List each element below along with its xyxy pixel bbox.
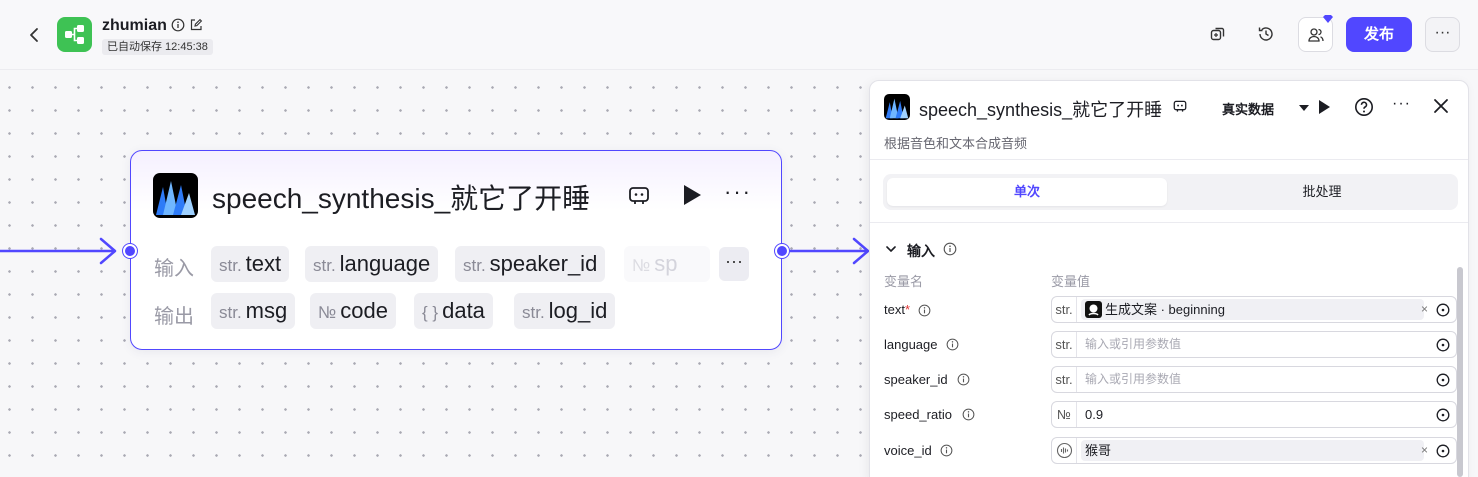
output-port-msg: str.msg [211,293,296,329]
users-icon [1308,28,1324,42]
output-port-log-id: str.log_id [514,293,616,329]
app-name: zhumian [102,17,167,34]
incoming-edge[interactable] [0,230,130,270]
param-field-voice-id[interactable]: 猴哥 × [1051,437,1457,464]
outgoing-edge[interactable] [790,230,870,270]
variable-reference-icon[interactable] [1436,444,1450,458]
plugin-logo-icon [153,173,198,218]
input-connector[interactable] [123,244,137,258]
placeholder: 输入或引用参数值 [1085,337,1182,351]
info-icon[interactable] [962,408,975,421]
clear-icon[interactable]: × [1421,443,1429,457]
output-connector[interactable] [775,244,789,258]
variable-reference-icon[interactable] [1436,373,1450,387]
voice-chip[interactable]: 猴哥 [1081,440,1424,461]
run-mode-tabs: 单次 批处理 [883,174,1458,210]
run-icon[interactable] [681,183,703,207]
node-title: speech_synthesis_就它了开睡 [212,183,591,214]
variable-reference-icon[interactable] [1436,303,1450,317]
workflow-app-icon [57,17,92,52]
history-icon[interactable] [1256,24,1276,44]
top-bar: zhumian 已自动保存 12:45:38 发布 ··· [0,0,1478,70]
collaborators-button[interactable] [1298,17,1333,52]
placeholder: 输入或引用参数值 [1085,372,1182,386]
node-config-panel: speech_synthesis_就它了开睡 真实数据 ··· 根据音色和文本合… [869,80,1469,477]
clear-icon[interactable]: × [1421,302,1429,316]
help-icon[interactable] [1354,97,1374,117]
info-icon[interactable] [171,18,185,32]
input-port-language: str.language [305,246,439,282]
input-port-speaker-id: str.speaker_id [455,246,606,282]
type-tag: str. [1052,367,1077,392]
voice-icon [1052,438,1077,463]
param-field-text[interactable]: str. 生成文案 · beginning × [1051,296,1457,323]
panel-description: 根据音色和文本合成音频 [884,136,1028,151]
node-more-button[interactable]: ··· [724,179,752,204]
param-label-speed-ratio: speed_ratio [884,407,952,422]
param-label-language: language [884,337,938,352]
input-port-text: str.text [211,246,290,282]
type-tag: № [1052,402,1077,427]
info-icon[interactable] [957,373,970,386]
variable-reference-icon[interactable] [1436,408,1450,422]
llm-node-icon [1085,301,1102,318]
premium-badge-icon [1323,15,1333,23]
duplicate-icon[interactable] [1208,24,1228,44]
panel-more-button[interactable]: ··· [1392,95,1411,112]
outputs-label: 输出 [154,306,194,328]
data-mode-select[interactable]: 真实数据 [1222,102,1275,117]
autosave-status: 已自动保存 12:45:38 [102,39,213,55]
inputs-section-title: 输入 [907,243,935,259]
info-icon[interactable] [946,338,959,351]
card-icon[interactable] [628,186,650,206]
column-header-value: 变量值 [1051,274,1091,289]
param-field-speaker-id[interactable]: str. 输入或引用参数值 [1051,366,1457,393]
info-icon[interactable] [943,242,957,256]
type-tag: str. [1052,332,1077,357]
output-port-data: { }data [414,293,493,329]
variable-reference-icon[interactable] [1436,338,1450,352]
panel-scrollbar[interactable] [1457,267,1463,477]
tab-batch[interactable]: 批处理 [1302,184,1342,199]
back-arrow-icon[interactable] [24,24,44,46]
field-value: 0.9 [1085,407,1104,422]
plugin-logo-icon [884,94,910,120]
column-header-name: 变量名 [884,274,924,289]
param-label-voice-id: voice_id [884,443,932,458]
param-field-speed-ratio[interactable]: № 0.9 [1051,401,1457,428]
type-tag: str. [1052,297,1077,322]
panel-title: speech_synthesis_就它了开睡 [919,100,1163,120]
more-ports-button[interactable]: ··· [719,247,749,281]
divider [870,159,1468,160]
caret-down-icon[interactable] [1299,105,1309,112]
more-options-button[interactable]: ··· [1425,17,1460,52]
info-icon[interactable] [918,304,931,317]
workflow-node[interactable]: speech_synthesis_就它了开睡 ··· 输入 str.text s… [130,150,782,350]
card-icon[interactable] [1173,100,1187,113]
tab-single[interactable]: 单次 [887,178,1167,206]
param-label-speaker-id: speaker_id [884,372,948,387]
reference-text: 生成文案 · beginning [1105,302,1225,317]
inputs-label: 输入 [154,258,194,280]
param-field-language[interactable]: str. 输入或引用参数值 [1051,331,1457,358]
edit-icon[interactable] [189,18,203,32]
divider [870,222,1468,223]
reference-chip[interactable]: 生成文案 · beginning [1081,299,1424,320]
run-icon[interactable] [1317,99,1331,115]
publish-button[interactable]: 发布 [1346,17,1412,52]
close-icon[interactable] [1433,98,1449,114]
chevron-down-icon[interactable] [885,243,897,255]
info-icon[interactable] [940,444,953,457]
param-label-text: text* [884,302,911,317]
voice-name: 猴哥 [1085,443,1112,458]
